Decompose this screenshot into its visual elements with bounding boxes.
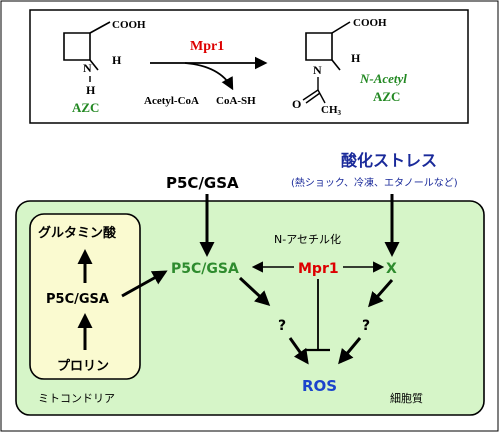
mito-to-cytoplasm-arrow (121, 270, 168, 298)
reaction-arrow: Mpr1 Acetyl-CoA CoA-SH (144, 39, 268, 107)
glutamate-label: グルタミン酸 (38, 225, 117, 241)
question-to-ros-arrow (288, 337, 309, 365)
p5c-to-question-arrow (238, 276, 271, 307)
product-azc-label: AZC (373, 89, 400, 104)
product-h-label: H (351, 51, 361, 65)
azc-name: AZC (72, 100, 99, 115)
ros-label: ROS (302, 377, 337, 395)
n-acetyl-label: N-Acetyl (359, 71, 407, 86)
cytoplasm-label: 細胞質 (390, 391, 423, 405)
azc-nh-label: H (86, 83, 96, 97)
mitochondria-label: ミトコンドリア (38, 392, 115, 405)
mpr1-label: Mpr1 (298, 261, 339, 277)
p5c-gsa-top-label: P5C/GSA (166, 174, 239, 192)
coa-sh-label: CoA-SH (216, 95, 256, 107)
azc-cooh-label: COOH (112, 19, 146, 31)
azc-n-label: N (83, 61, 92, 75)
question-right: ? (362, 318, 370, 334)
product-ch3-label: CH3 (321, 104, 342, 117)
stress-examples: (熱ショック、冷凍、エタノールなど) (291, 176, 458, 189)
acetylation-label: N-アセチル化 (274, 232, 341, 246)
mitochondria-box (29, 213, 141, 380)
enzyme-label: Mpr1 (190, 39, 224, 54)
acetyl-coa-label: Acetyl-CoA (144, 95, 199, 107)
mito-p5c-label: P5C/GSA (46, 292, 109, 307)
product-cooh-label: COOH (353, 17, 387, 29)
azc-structure: COOH H N H AZC (63, 19, 146, 115)
x-to-question-arrow (368, 279, 394, 308)
azc-h-label: H (112, 53, 122, 67)
proline-label: プロリン (57, 359, 109, 374)
question-right-to-ros-arrow (338, 337, 362, 365)
n-acetyl-azc-structure: COOH H N O CH3 N-Acetyl AZC (292, 17, 407, 117)
question-left: ? (278, 318, 286, 334)
product-o-label: O (292, 97, 301, 111)
oxidative-stress-title: 酸化ストレス (341, 151, 437, 170)
reaction-panel (29, 9, 469, 124)
cyto-p5c-label: P5C/GSA (171, 261, 239, 277)
x-label: X (386, 261, 397, 277)
product-n-label: N (313, 63, 322, 77)
